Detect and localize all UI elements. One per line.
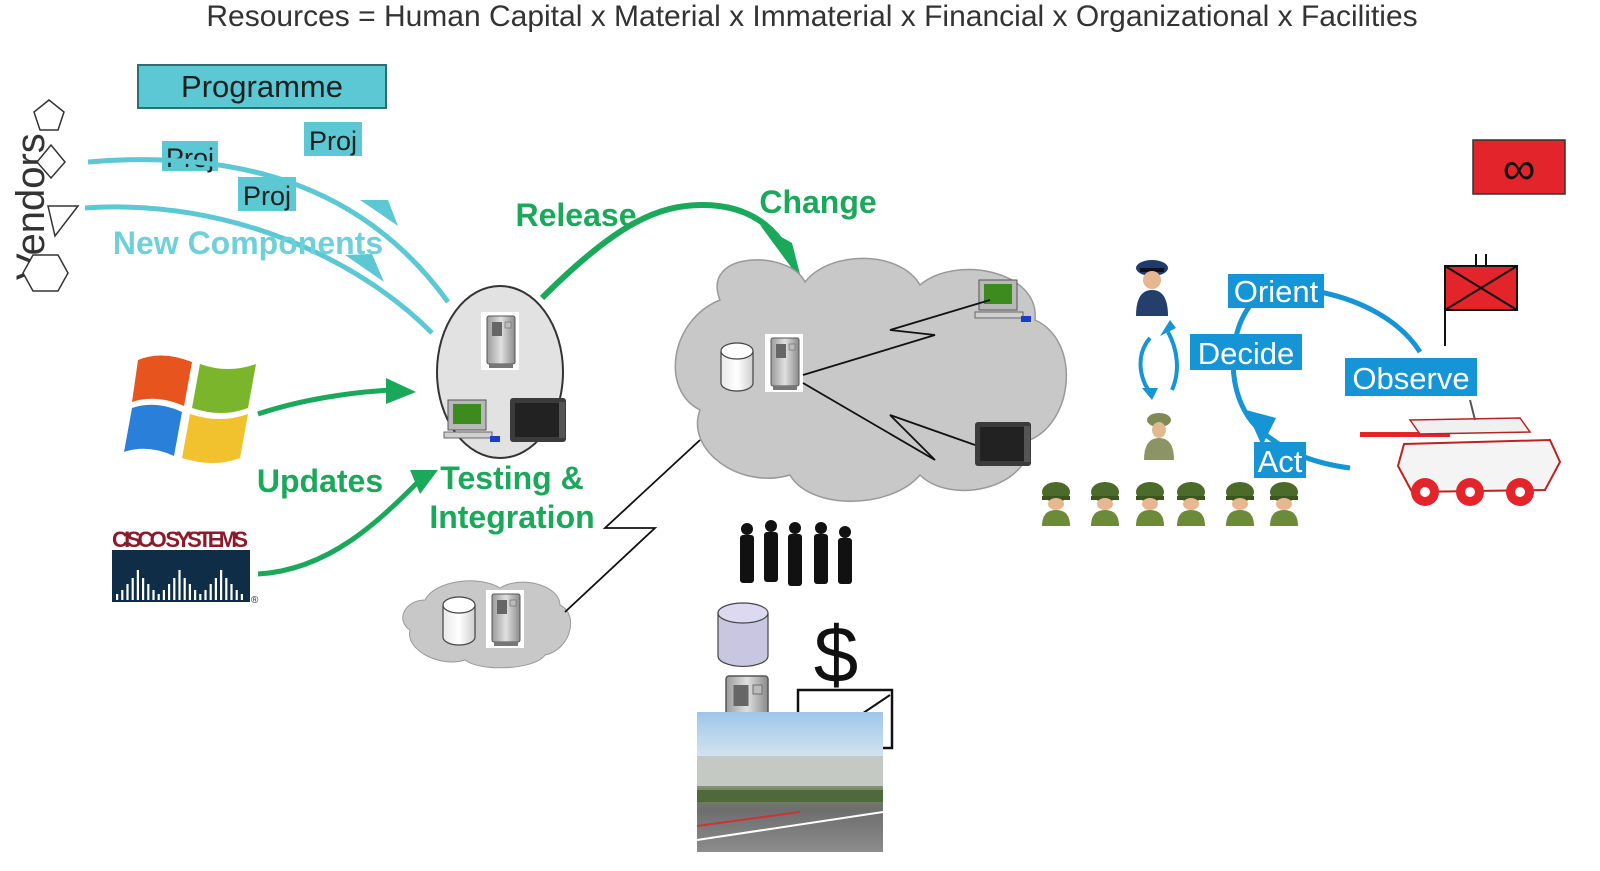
cisco-bar	[204, 590, 207, 600]
diagram-title: Resources = Human Capital x Material x I…	[206, 0, 1417, 33]
lightning-link	[564, 439, 701, 613]
cisco-bar	[220, 570, 223, 600]
database-icon	[442, 596, 476, 646]
dollar-icon: $	[814, 610, 859, 699]
armored-vehicle-icon	[1360, 399, 1562, 506]
officer-icon	[1144, 413, 1174, 460]
cisco-bar	[162, 590, 165, 600]
arrowhead	[1160, 320, 1176, 336]
cisco-bar	[240, 594, 243, 600]
cisco-bar	[142, 578, 145, 600]
project-box: Proj	[304, 122, 362, 156]
cisco-bar	[199, 594, 202, 600]
database-icon	[720, 342, 754, 392]
soldier-icon	[1226, 482, 1254, 526]
cisco-bar	[235, 590, 238, 600]
cisco-logo: CISCO SYSTEMS ®	[112, 527, 259, 606]
pentagon-shape	[33, 99, 65, 131]
server-icon	[480, 311, 520, 371]
act-tag: Act	[1254, 442, 1306, 479]
orient-tag: Orient	[1228, 274, 1324, 309]
updates-label: Updates	[257, 463, 383, 499]
orient-label: Orient	[1234, 274, 1319, 309]
network-links	[802, 299, 991, 461]
laptop-icon	[510, 398, 566, 442]
soldier-icon	[1091, 482, 1119, 526]
cisco-bar	[214, 578, 217, 600]
observe-tag: Observe	[1345, 358, 1477, 396]
arrowhead	[1142, 388, 1158, 400]
rotation-arrows	[1138, 331, 1179, 394]
facility-photo	[696, 712, 884, 852]
soldier-icon	[1042, 482, 1070, 526]
cisco-bar	[136, 570, 139, 600]
registered-mark: ®	[251, 595, 259, 606]
release-label: Release	[516, 197, 637, 233]
arrowhead	[360, 200, 398, 226]
infinity-symbol-box: ∞	[1472, 139, 1566, 195]
windows-logo	[124, 355, 256, 463]
project-box: Proj	[162, 141, 218, 173]
commander-icon	[1136, 260, 1168, 316]
cisco-bar	[173, 578, 176, 600]
diamond-shape	[36, 143, 66, 180]
soldier-icon	[1136, 482, 1164, 526]
update-arrows	[257, 387, 424, 577]
programme-label: Programme	[181, 69, 343, 104]
act-label: Act	[1258, 444, 1303, 479]
cisco-bar	[168, 584, 171, 600]
vendor-shapes	[22, 99, 80, 292]
arrowhead	[410, 470, 438, 494]
cisco-bar	[126, 584, 129, 600]
cisco-bar	[178, 570, 181, 600]
arrowhead	[1246, 410, 1276, 446]
database-icon	[717, 602, 769, 667]
testing-environment	[436, 285, 566, 459]
arrowhead	[345, 254, 384, 282]
arrowhead	[386, 378, 416, 404]
server-icon	[764, 333, 804, 393]
testing-label: Testing &	[440, 460, 583, 496]
change-label: Change	[759, 184, 876, 220]
integration-label: Integration	[429, 499, 594, 535]
soldier-icon	[1270, 482, 1298, 526]
cisco-bar	[188, 584, 191, 600]
cisco-bar	[121, 590, 124, 600]
triangle-shape	[47, 205, 80, 238]
cisco-bar	[157, 594, 160, 600]
decide-label: Decide	[1198, 336, 1295, 371]
people-group-icon	[740, 520, 852, 586]
project-label: Proj	[309, 126, 357, 156]
cisco-bar	[147, 584, 150, 600]
infinity-icon: ∞	[1503, 142, 1536, 194]
cisco-bar	[116, 594, 119, 600]
new-components-label: New Components	[113, 225, 383, 261]
unit-flag-icon	[1444, 254, 1518, 346]
test-cloud	[402, 580, 572, 669]
project-label: Proj	[243, 181, 291, 211]
programme-box: Programme	[137, 64, 387, 109]
hexagon-shape	[22, 254, 69, 292]
cisco-bar	[152, 590, 155, 600]
cisco-bar	[131, 578, 134, 600]
cisco-bar	[209, 584, 212, 600]
cisco-wordmark: CISCO SYSTEMS	[112, 527, 248, 552]
observe-label: Observe	[1352, 361, 1469, 396]
cisco-bar	[225, 578, 228, 600]
cisco-bar	[194, 590, 197, 600]
production-cloud	[674, 257, 1067, 502]
soldier-icon	[1177, 482, 1205, 526]
cisco-bar	[230, 584, 233, 600]
cisco-bar	[183, 578, 186, 600]
new-components-arrows	[84, 157, 451, 335]
decide-tag: Decide	[1190, 334, 1302, 371]
server-icon	[485, 589, 525, 649]
laptop-icon	[975, 422, 1031, 466]
